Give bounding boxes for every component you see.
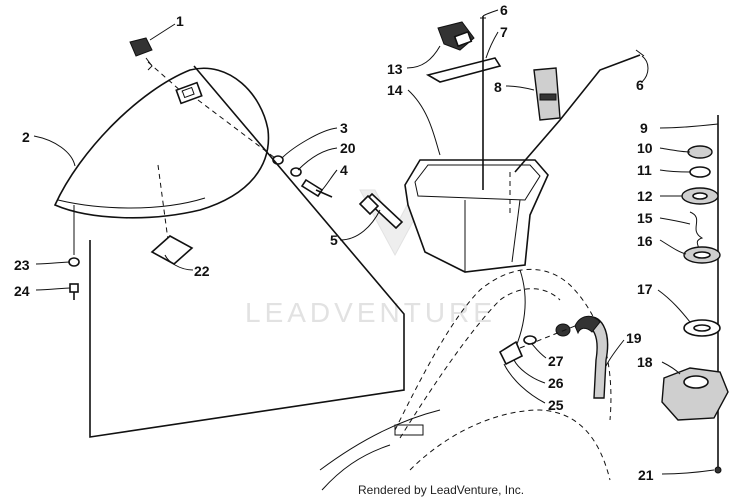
callout-27: 27 <box>548 353 564 369</box>
callout-3: 3 <box>340 120 348 136</box>
callout-11: 11 <box>637 162 652 178</box>
callout-5: 5 <box>330 232 338 248</box>
fuel-cap-stack <box>661 115 729 474</box>
cord-part <box>514 49 645 173</box>
bolt-group <box>68 205 80 300</box>
credit-text: Rendered by LeadVenture, Inc. <box>358 483 525 497</box>
callout-2: 2 <box>22 129 30 145</box>
callout-4: 4 <box>340 162 348 178</box>
callout-7: 7 <box>500 24 508 40</box>
callout-6-right: 6 <box>636 77 644 93</box>
callout-13: 13 <box>387 61 403 77</box>
strap-buckle-part <box>425 16 502 190</box>
fastener-group <box>272 155 333 198</box>
callout-24: 24 <box>14 283 30 299</box>
pad-part <box>150 235 194 265</box>
callout-17: 17 <box>637 281 653 297</box>
callout-19: 19 <box>626 330 642 346</box>
allen-wrench-part <box>358 192 404 230</box>
latch-part <box>129 37 183 93</box>
hose-fittings <box>498 315 609 399</box>
callout-8: 8 <box>494 79 502 95</box>
callout-18: 18 <box>637 354 653 370</box>
storage-box-part <box>404 159 549 273</box>
callout-23: 23 <box>14 257 30 273</box>
callout-1: 1 <box>176 13 184 29</box>
watermark-text: LEADVENTURE <box>245 297 496 328</box>
callout-16: 16 <box>637 233 653 249</box>
seat-cover-part <box>53 67 276 241</box>
callout-26: 26 <box>548 375 564 391</box>
tether-line <box>89 65 405 438</box>
callout-12: 12 <box>637 188 653 204</box>
callout-25: 25 <box>548 397 564 413</box>
callout-14: 14 <box>387 82 403 98</box>
leader-lines <box>33 9 719 475</box>
callout-9: 9 <box>640 120 648 136</box>
callout-6-top: 6 <box>500 2 508 18</box>
callout-15: 15 <box>637 210 653 226</box>
callout-labels: 1 2 3 20 4 5 6 7 6 8 13 14 22 23 24 9 10… <box>14 2 654 483</box>
bottle-part <box>533 67 561 121</box>
callout-22: 22 <box>194 263 210 279</box>
callout-20: 20 <box>340 140 356 156</box>
callout-10: 10 <box>637 140 653 156</box>
callout-21: 21 <box>638 467 654 483</box>
